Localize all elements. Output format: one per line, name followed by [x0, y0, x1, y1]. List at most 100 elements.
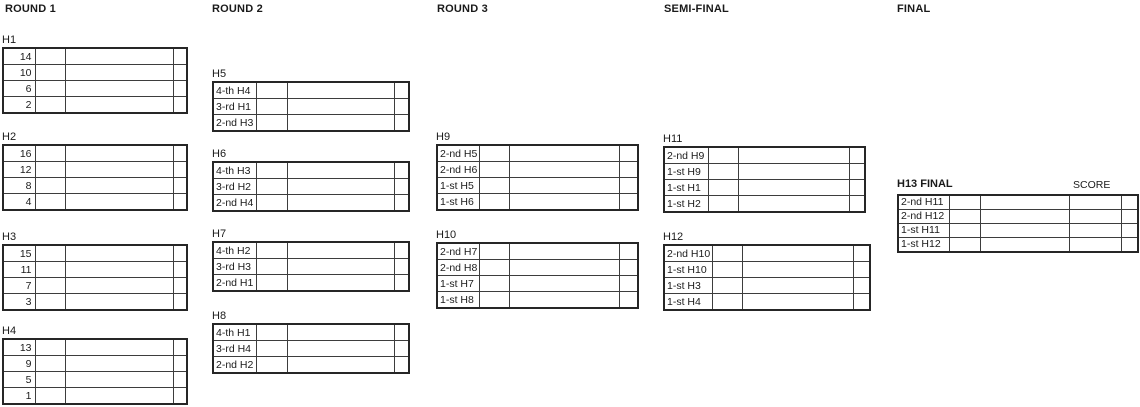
empty-cell[interactable]	[64, 177, 174, 194]
empty-cell[interactable]	[737, 179, 850, 196]
empty-cell[interactable]	[707, 195, 739, 213]
empty-cell[interactable]	[64, 261, 174, 278]
empty-cell[interactable]	[853, 244, 871, 262]
empty-cell[interactable]	[255, 194, 288, 212]
empty-cell[interactable]	[172, 144, 188, 162]
empty-cell[interactable]	[172, 387, 188, 405]
empty-cell[interactable]	[619, 275, 639, 292]
empty-cell[interactable]	[255, 178, 288, 195]
empty-cell[interactable]	[979, 237, 1070, 253]
empty-cell[interactable]	[737, 195, 850, 213]
empty-cell[interactable]	[286, 323, 395, 341]
empty-cell[interactable]	[172, 338, 188, 356]
empty-cell[interactable]	[509, 144, 621, 162]
score-cell[interactable]	[1068, 237, 1122, 253]
empty-cell[interactable]	[172, 80, 188, 97]
empty-cell[interactable]	[619, 193, 639, 211]
empty-cell[interactable]	[1120, 194, 1139, 210]
empty-cell[interactable]	[737, 163, 850, 180]
empty-cell[interactable]	[64, 161, 174, 178]
empty-cell[interactable]	[286, 98, 395, 115]
empty-cell[interactable]	[509, 291, 621, 309]
empty-cell[interactable]	[619, 161, 639, 178]
empty-cell[interactable]	[393, 161, 410, 179]
empty-cell[interactable]	[286, 356, 395, 374]
empty-cell[interactable]	[393, 114, 410, 132]
empty-cell[interactable]	[479, 275, 511, 292]
empty-cell[interactable]	[64, 47, 174, 65]
empty-cell[interactable]	[619, 291, 639, 309]
empty-cell[interactable]	[393, 194, 410, 212]
empty-cell[interactable]	[172, 161, 188, 178]
empty-cell[interactable]	[34, 161, 66, 178]
empty-cell[interactable]	[286, 178, 395, 195]
empty-cell[interactable]	[64, 193, 174, 211]
empty-cell[interactable]	[853, 261, 871, 278]
empty-cell[interactable]	[255, 340, 288, 357]
empty-cell[interactable]	[479, 291, 511, 309]
empty-cell[interactable]	[34, 387, 66, 405]
empty-cell[interactable]	[64, 277, 174, 294]
score-cell[interactable]	[1068, 223, 1122, 238]
empty-cell[interactable]	[619, 144, 639, 162]
empty-cell[interactable]	[172, 64, 188, 81]
empty-cell[interactable]	[64, 80, 174, 97]
empty-cell[interactable]	[712, 277, 744, 294]
empty-cell[interactable]	[979, 209, 1070, 224]
empty-cell[interactable]	[172, 355, 188, 372]
empty-cell[interactable]	[255, 241, 288, 259]
empty-cell[interactable]	[172, 96, 188, 114]
empty-cell[interactable]	[255, 323, 288, 341]
empty-cell[interactable]	[255, 274, 288, 292]
empty-cell[interactable]	[34, 80, 66, 97]
empty-cell[interactable]	[286, 81, 395, 99]
empty-cell[interactable]	[853, 277, 871, 294]
empty-cell[interactable]	[64, 96, 174, 114]
empty-cell[interactable]	[707, 146, 739, 164]
empty-cell[interactable]	[172, 293, 188, 311]
empty-cell[interactable]	[707, 163, 739, 180]
empty-cell[interactable]	[509, 161, 621, 178]
empty-cell[interactable]	[34, 177, 66, 194]
empty-cell[interactable]	[479, 193, 511, 211]
empty-cell[interactable]	[393, 241, 410, 259]
empty-cell[interactable]	[479, 242, 511, 260]
empty-cell[interactable]	[848, 195, 866, 213]
empty-cell[interactable]	[255, 356, 288, 374]
empty-cell[interactable]	[172, 371, 188, 388]
empty-cell[interactable]	[34, 261, 66, 278]
empty-cell[interactable]	[34, 47, 66, 65]
empty-cell[interactable]	[1120, 237, 1139, 253]
empty-cell[interactable]	[619, 177, 639, 194]
empty-cell[interactable]	[255, 81, 288, 99]
empty-cell[interactable]	[393, 178, 410, 195]
empty-cell[interactable]	[742, 293, 855, 311]
empty-cell[interactable]	[34, 355, 66, 372]
empty-cell[interactable]	[34, 96, 66, 114]
empty-cell[interactable]	[64, 293, 174, 311]
empty-cell[interactable]	[255, 98, 288, 115]
empty-cell[interactable]	[479, 177, 511, 194]
empty-cell[interactable]	[255, 114, 288, 132]
empty-cell[interactable]	[172, 261, 188, 278]
empty-cell[interactable]	[64, 144, 174, 162]
empty-cell[interactable]	[286, 274, 395, 292]
empty-cell[interactable]	[34, 244, 66, 262]
empty-cell[interactable]	[853, 293, 871, 311]
empty-cell[interactable]	[64, 355, 174, 372]
empty-cell[interactable]	[34, 144, 66, 162]
empty-cell[interactable]	[34, 371, 66, 388]
empty-cell[interactable]	[1120, 223, 1139, 238]
empty-cell[interactable]	[619, 242, 639, 260]
empty-cell[interactable]	[393, 323, 410, 341]
empty-cell[interactable]	[255, 258, 288, 275]
empty-cell[interactable]	[848, 179, 866, 196]
empty-cell[interactable]	[255, 161, 288, 179]
empty-cell[interactable]	[712, 261, 744, 278]
empty-cell[interactable]	[948, 194, 981, 210]
empty-cell[interactable]	[479, 144, 511, 162]
empty-cell[interactable]	[509, 193, 621, 211]
empty-cell[interactable]	[979, 194, 1070, 210]
empty-cell[interactable]	[479, 259, 511, 276]
empty-cell[interactable]	[64, 338, 174, 356]
